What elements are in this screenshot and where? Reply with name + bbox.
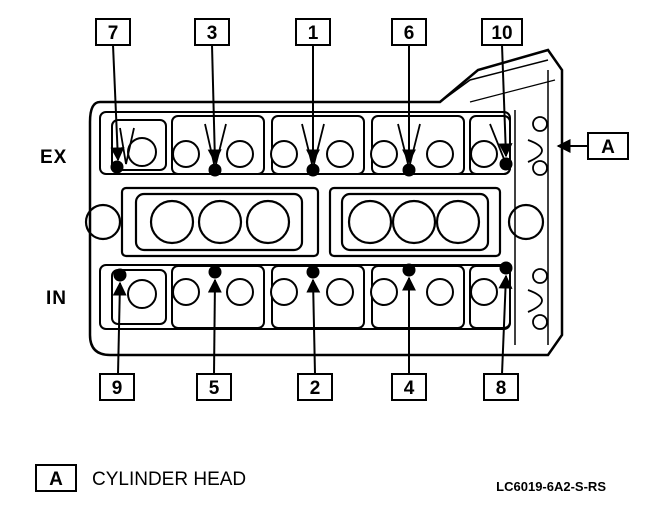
bolt-9 — [113, 268, 127, 282]
exhaust-valve-row — [99, 111, 511, 175]
bolt-7 — [110, 160, 124, 174]
callout-bolt-5: 5 — [196, 278, 232, 401]
bolt-6 — [402, 163, 416, 177]
combustion-chambers — [84, 186, 545, 258]
svg-text:7: 7 — [108, 23, 119, 44]
head-bolts — [110, 157, 513, 282]
cylinder-head-outline — [88, 48, 564, 357]
callout-bolt-9: 9 — [99, 281, 135, 401]
legend: A CYLINDER HEAD — [35, 464, 246, 492]
svg-text:A: A — [601, 137, 615, 158]
cam-journals — [527, 116, 548, 330]
callout-bolt-1: 1 — [295, 18, 331, 164]
callout-bolt-2: 2 — [297, 278, 333, 401]
svg-text:2: 2 — [310, 378, 321, 399]
intake-valves — [127, 278, 498, 309]
callout-bolt-6: 6 — [391, 18, 427, 164]
bolt-8 — [499, 261, 513, 275]
bolt-3 — [208, 163, 222, 177]
exhaust-row-label: EX — [40, 147, 67, 168]
intake-valve-row — [99, 264, 511, 330]
intake-row-label: IN — [46, 288, 67, 309]
legend-text: CYLINDER HEAD — [92, 469, 246, 490]
bolt-2 — [306, 265, 320, 279]
callout-bolt-4: 4 — [391, 276, 427, 401]
svg-text:3: 3 — [207, 23, 218, 44]
bolt-4 — [402, 263, 416, 277]
svg-text:8: 8 — [496, 378, 507, 399]
svg-text:5: 5 — [209, 378, 220, 399]
bolt-10 — [499, 157, 513, 171]
callout-a: A — [556, 132, 629, 160]
figure-code: LC6019-6A2-S-RS — [496, 479, 606, 494]
callout-bolt-7: 7 — [95, 18, 131, 162]
bolt-1 — [306, 163, 320, 177]
svg-text:9: 9 — [112, 378, 123, 399]
bolt-5 — [208, 265, 222, 279]
bottom-bolt-callouts: 9 5 2 4 8 — [99, 274, 519, 401]
svg-text:4: 4 — [404, 378, 415, 399]
top-bolt-callouts: 7 3 1 6 10 — [95, 18, 523, 164]
svg-text:10: 10 — [491, 23, 512, 44]
exhaust-valves — [127, 137, 498, 168]
legend-key: A — [49, 469, 63, 490]
svg-text:1: 1 — [308, 23, 319, 44]
svg-text:6: 6 — [404, 23, 415, 44]
callout-bolt-8: 8 — [483, 274, 519, 401]
callout-bolt-3: 3 — [194, 18, 230, 164]
callout-bolt-10: 10 — [481, 18, 523, 158]
